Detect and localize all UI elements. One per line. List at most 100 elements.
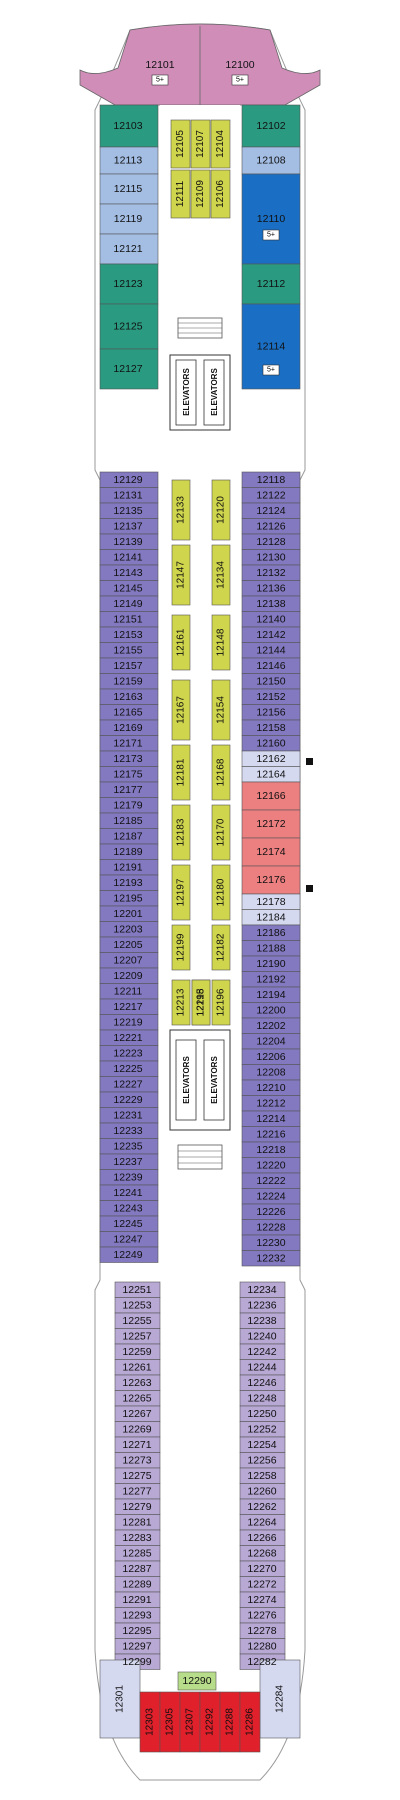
cabin-yellow-center-right[interactable]: [211, 864, 231, 921]
cabin-salmon_right[interactable]: [241, 781, 301, 811]
cabin-green-aft[interactable]: [177, 1671, 217, 1691]
cabin-yellow-center-right[interactable]: [211, 924, 231, 971]
cabin-label: 12218: [256, 1144, 285, 1156]
cabin-lightblue_right[interactable]: [241, 146, 301, 175]
cabin-label: 12258: [247, 1470, 276, 1482]
cabin-label: 12206: [256, 1051, 285, 1063]
cabin-label: 12286: [245, 1708, 256, 1736]
cabin-label: 12165: [113, 706, 142, 718]
cabin-label: 12154: [216, 696, 227, 724]
cabin-teal_left[interactable]: [99, 303, 159, 350]
occupancy-badge: 5+: [267, 367, 275, 374]
cabin-lightblue_left[interactable]: [99, 173, 159, 205]
cabin-label: 12272: [247, 1578, 276, 1590]
cabin-yellow-forward[interactable]: [210, 119, 231, 169]
cabin-yellow-center-left[interactable]: [171, 924, 191, 971]
cabin-label: 12174: [256, 846, 285, 858]
cabin-label: 12193: [113, 877, 142, 889]
cabin-yellow-center-right[interactable]: [211, 544, 231, 606]
cabin-label: 12170: [216, 818, 227, 846]
cabin-yellow-center-left[interactable]: [171, 804, 191, 861]
cabin-label: 12215: [196, 988, 207, 1016]
cabin-teal_left[interactable]: [99, 348, 159, 390]
cabin-purple-left[interactable]: [99, 1246, 159, 1263]
cabin-label: 12188: [256, 942, 285, 954]
cabin-label: 12167: [176, 696, 187, 724]
cabin-label: 12121: [113, 243, 142, 255]
cabin-yellow-forward[interactable]: [190, 119, 211, 169]
cabin-label: 12194: [256, 989, 285, 1001]
cabin-label: 12216: [256, 1128, 285, 1140]
cabin-yellow-forward[interactable]: [190, 169, 211, 219]
cabin-label: 12307: [185, 1708, 196, 1736]
cabin-label: 12186: [256, 927, 285, 939]
cabin-yellow-center-right[interactable]: [211, 979, 231, 1026]
cabin-lightblue_left[interactable]: [99, 146, 159, 175]
occupancy-badge-box: [262, 229, 280, 241]
cabin-label: 12266: [247, 1532, 276, 1544]
cabin-yellow-forward[interactable]: [170, 169, 191, 219]
cabin-yellow-center-left[interactable]: [171, 614, 191, 671]
cabin-label: 12102: [256, 120, 285, 132]
cabin-yellow-forward[interactable]: [170, 119, 191, 169]
cabin-label: 12264: [247, 1516, 276, 1528]
cabin-label: 12101: [145, 59, 174, 71]
cabin-label: 12230: [256, 1237, 285, 1249]
cabin-yellow-center-left[interactable]: [171, 479, 191, 541]
cabin-label: 12236: [247, 1299, 276, 1311]
cabin-label: 12171: [113, 737, 142, 749]
cabin-salmon_right[interactable]: [241, 865, 301, 895]
cabin-label: 12210: [256, 1082, 285, 1094]
cabin-label: 12158: [256, 722, 285, 734]
cabin-label: 12260: [247, 1485, 276, 1497]
cabin-yellow-center-left[interactable]: [171, 864, 191, 921]
cabin-label: 12197: [176, 878, 187, 906]
elevator-block-forward: ELEVATORS ELEVATORS: [169, 354, 231, 431]
cabin-yellow-center-right[interactable]: [211, 744, 231, 801]
cabin-teal_right[interactable]: [241, 263, 301, 305]
cabin-label: 12111: [175, 180, 186, 207]
cabin-label: 12107: [195, 130, 206, 158]
cabin-label: 12130: [256, 551, 285, 563]
cabin-label: 12176: [256, 874, 285, 886]
cabin-label: 12227: [113, 1078, 142, 1090]
cabin-label: 12295: [122, 1625, 151, 1637]
cabin-label: 12204: [256, 1035, 285, 1047]
cabin-teal_right[interactable]: [241, 104, 301, 148]
cabin-yellow-center-right[interactable]: [211, 679, 231, 741]
cabin-lightblue_left[interactable]: [99, 203, 159, 235]
cabin-label: 12137: [113, 520, 142, 532]
cabin-purple_right[interactable]: [241, 1250, 301, 1267]
cabin-label: 12213: [176, 988, 187, 1016]
cabin-yellow-center-right[interactable]: [191, 979, 211, 1026]
cabin-label: 12132: [256, 567, 285, 579]
occupancy-badge: 5+: [236, 77, 244, 84]
cabin-label: 12234: [247, 1284, 276, 1296]
cabin-lightblue_left[interactable]: [99, 233, 159, 265]
cabin-yellow-center-right[interactable]: [211, 804, 231, 861]
cabin-label: 12118: [257, 474, 286, 486]
cabin-yellow-forward[interactable]: [210, 169, 231, 219]
cabin-label: 12126: [256, 520, 285, 532]
cabin-label: 12198: [196, 988, 207, 1016]
cabin-yellow-center-left[interactable]: [171, 979, 191, 1026]
cabin-yellow-center-left[interactable]: [171, 544, 191, 606]
cabin-label: 12233: [113, 1125, 142, 1137]
cabin-yellow-center-right[interactable]: [211, 479, 231, 541]
stairs-mid: [177, 1144, 223, 1170]
cabin-yellow-center-left[interactable]: [171, 744, 191, 801]
cabin-label: 12280: [247, 1640, 276, 1652]
cabin-red-aft[interactable]: [239, 1691, 261, 1753]
cabin-blue_right[interactable]: [241, 173, 301, 265]
cabin-label: 12279: [122, 1501, 151, 1513]
cabin-label: 12290: [182, 1675, 211, 1687]
cabin-yellow-center-left[interactable]: [171, 679, 191, 741]
cabin-label: 12131: [113, 489, 142, 501]
cabin-label: 12217: [113, 1001, 142, 1013]
cabin-yellow-center-right[interactable]: [211, 614, 231, 671]
cabin-paleblue-aft[interactable]: [259, 1659, 301, 1739]
cabin-teal_left[interactable]: [99, 263, 159, 305]
cabin-label: 12207: [113, 954, 142, 966]
cabin-label: 12283: [122, 1532, 151, 1544]
